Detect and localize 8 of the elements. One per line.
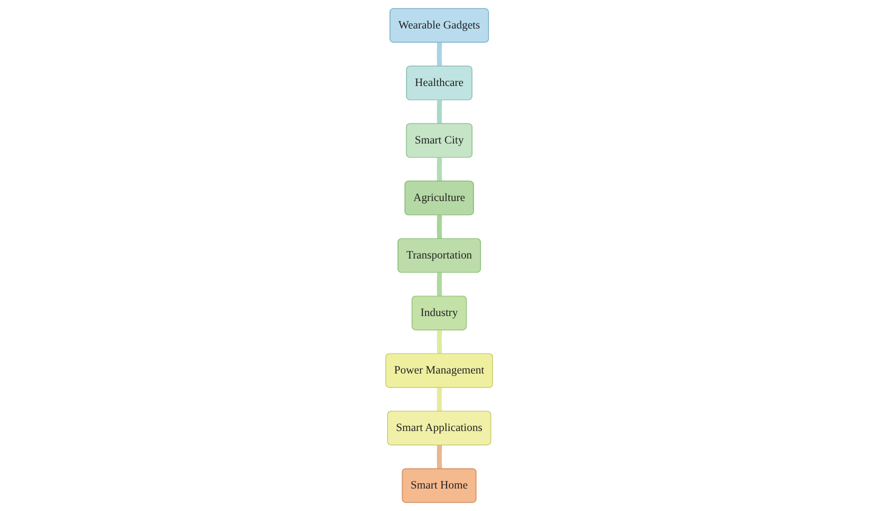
connector: [436, 330, 442, 354]
connector: [436, 272, 442, 297]
connector: [436, 387, 442, 412]
connector: [436, 214, 442, 240]
connector: [436, 100, 442, 124]
connector: [436, 157, 442, 182]
connector: [436, 42, 442, 67]
connector: [436, 444, 442, 470]
